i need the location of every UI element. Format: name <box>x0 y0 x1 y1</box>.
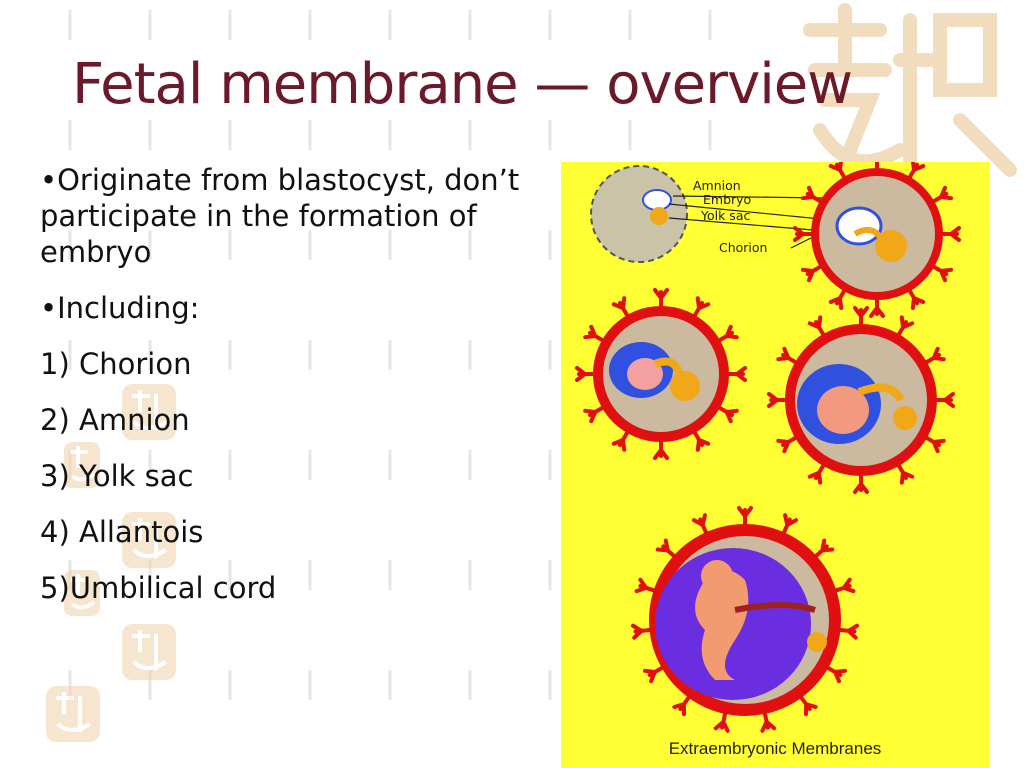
bullet-including: •Including: <box>40 291 200 325</box>
chinese-seal-small <box>122 624 176 680</box>
slide-body: •Originate from blastocyst, don’t partic… <box>40 162 550 626</box>
chinese-seal-small <box>64 570 100 616</box>
stage-2-early-chorion <box>793 162 961 318</box>
chinese-seal-large <box>803 3 1017 177</box>
list-item-chorion: 1) Chorion <box>40 347 192 381</box>
stage-1-blastocyst <box>590 165 688 263</box>
label-amnion: Amnion <box>693 178 741 193</box>
membranes-illustration: Amnion Embryo Yolk sac Chorion <box>575 162 961 758</box>
figure-caption: Extraembryonic Membranes <box>669 739 882 758</box>
chinese-seal-small <box>46 686 100 742</box>
label-yolk-sac: Yolk sac <box>700 208 750 223</box>
list-item-allantois: 4) Allantois <box>40 515 204 549</box>
list-item-amnion: 2) Amnion <box>40 403 190 437</box>
label-chorion: Chorion <box>719 240 767 255</box>
slide-title: Fetal membrane — overview <box>72 52 853 117</box>
stage-4-embryo-folding <box>767 306 955 494</box>
bullet-origin: •Originate from blastocyst, don’t partic… <box>40 163 520 269</box>
list-item-umbilical-cord: 5)Umbilical cord <box>40 571 277 605</box>
extraembryonic-membranes-figure: Amnion Embryo Yolk sac Chorion <box>561 162 989 768</box>
chinese-seal-small <box>64 442 100 488</box>
stage-5-fetus <box>630 506 860 733</box>
stage-3-amnion-expansion <box>575 288 747 460</box>
chinese-seal-small <box>122 384 176 440</box>
list-item-yolk-sac: 3) Yolk sac <box>40 459 194 493</box>
chinese-seal-small <box>122 512 176 568</box>
label-embryo: Embryo <box>703 192 751 207</box>
